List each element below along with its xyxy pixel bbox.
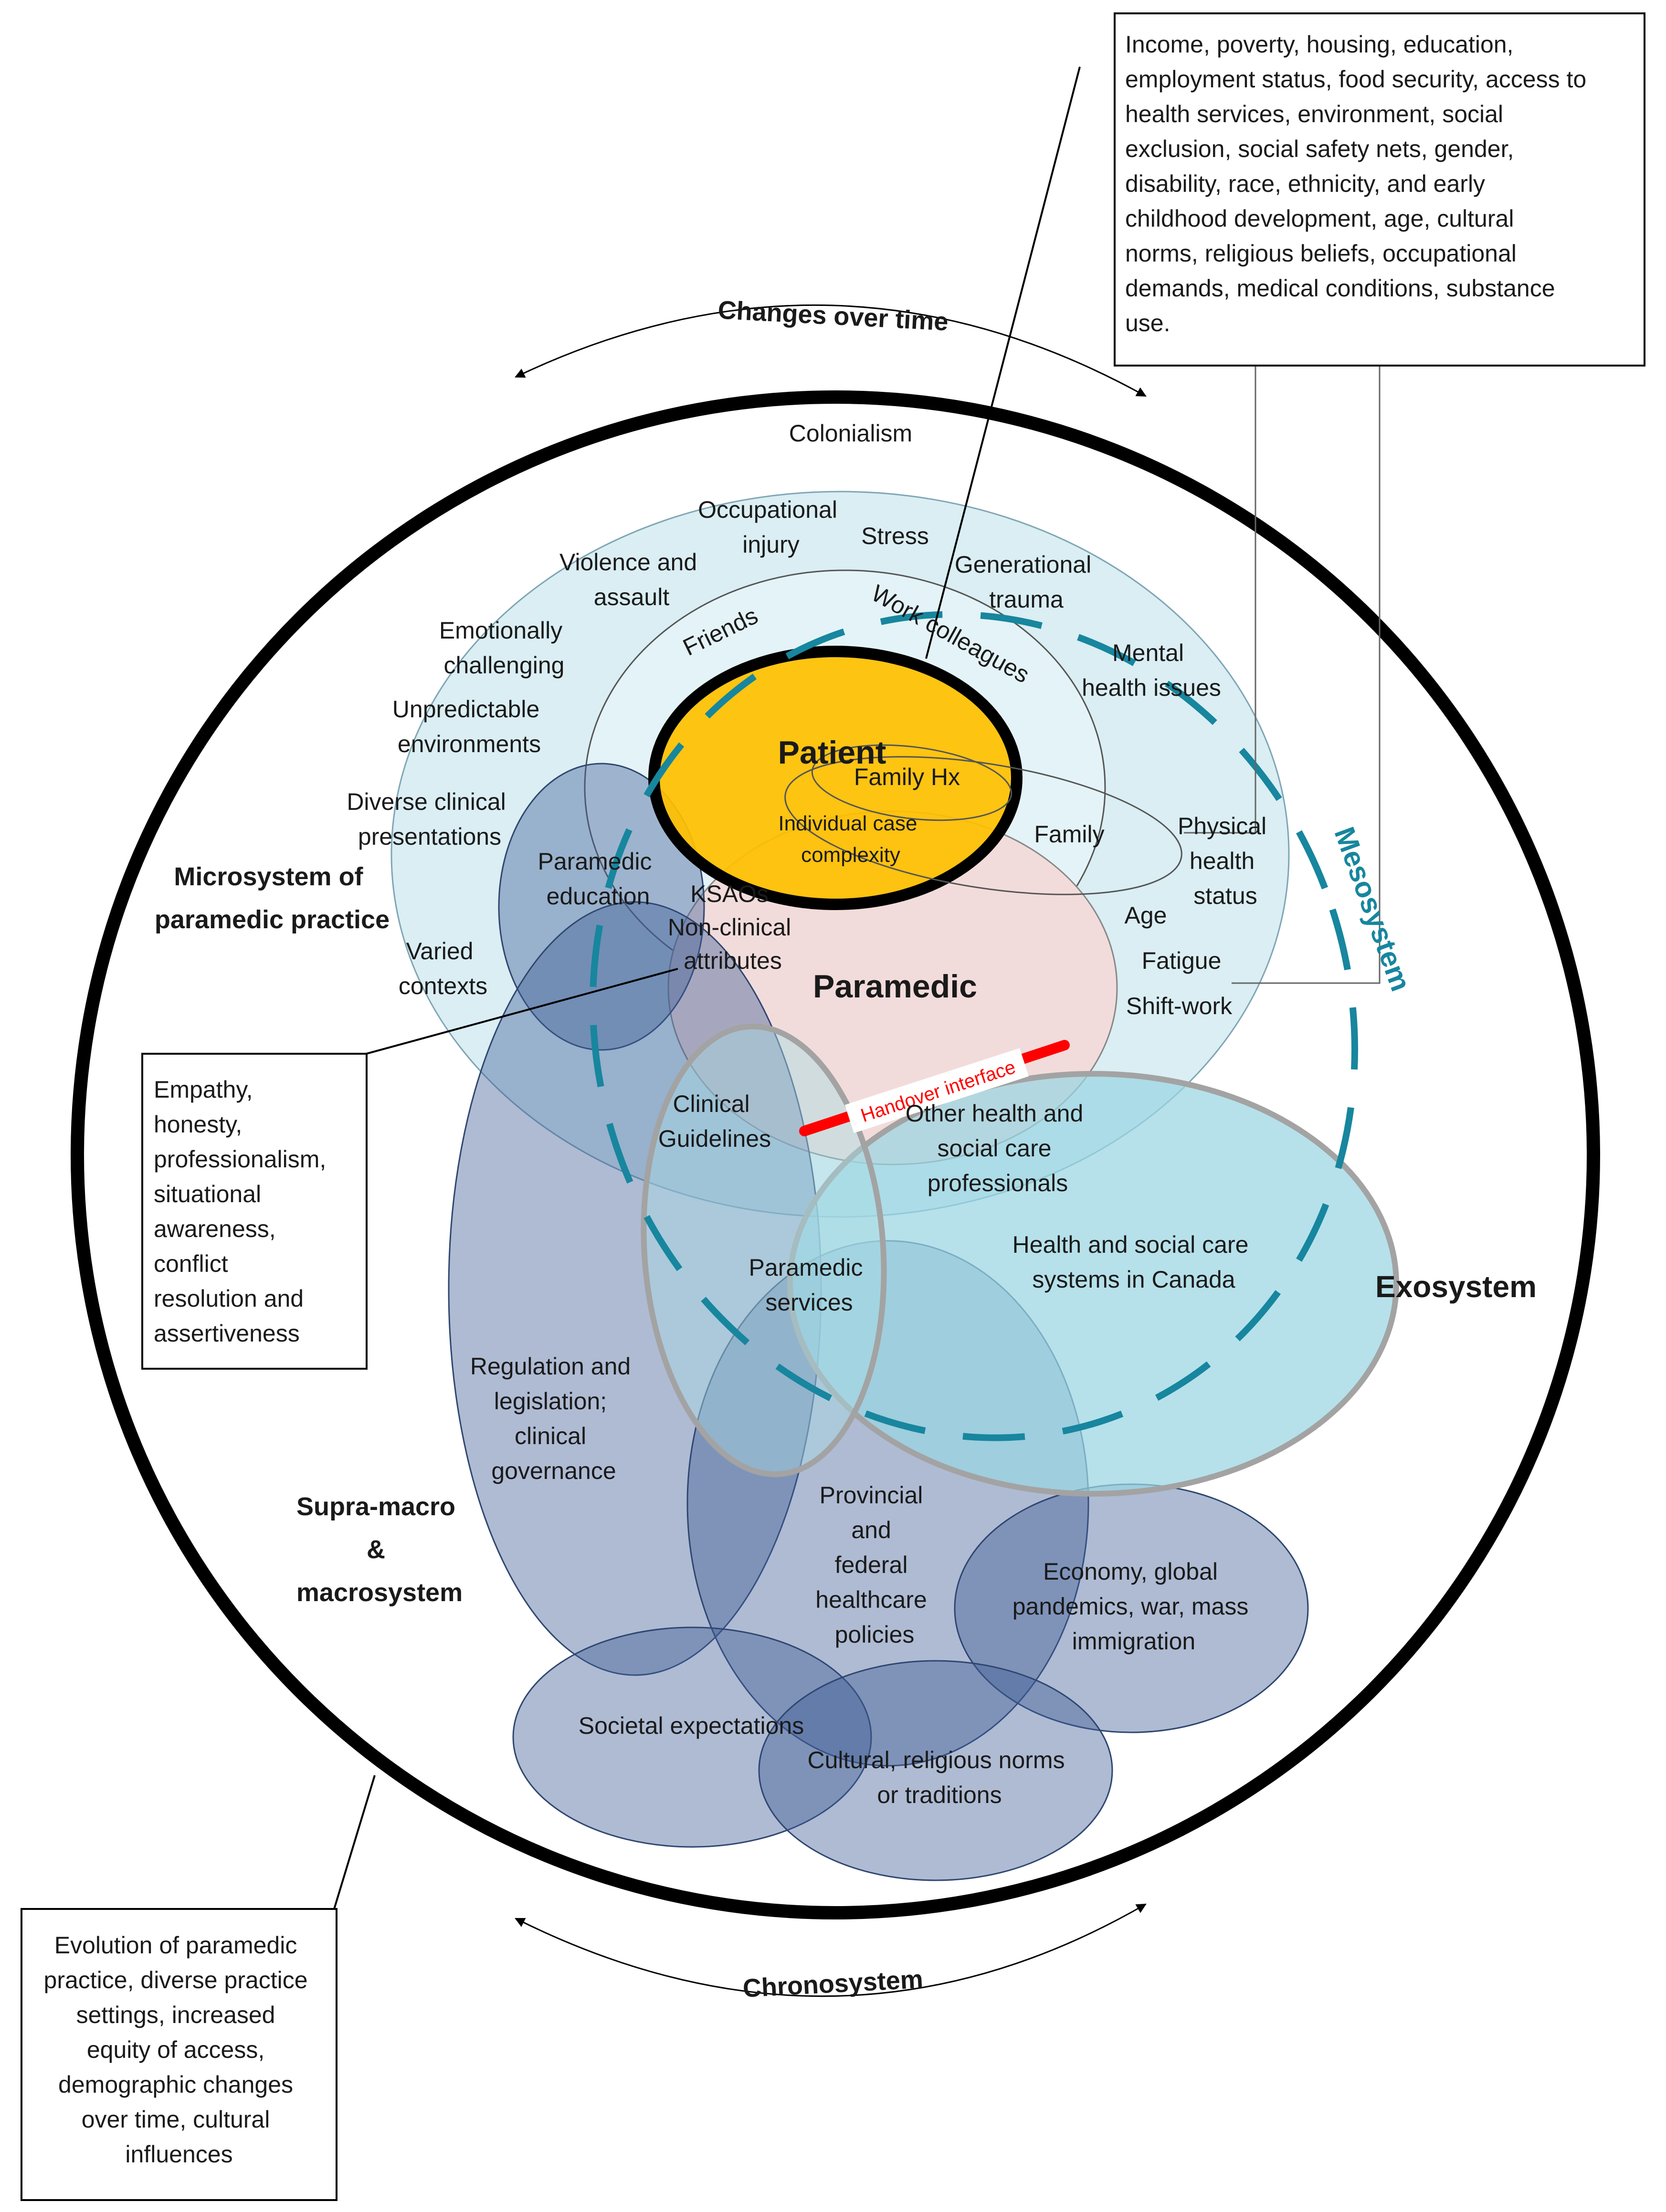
supra-macro-label: Supra-macro & macrosystem [296,1492,463,1607]
determinants-callout-line [925,66,1081,659]
generational-trauma-label: Generational trauma [955,551,1098,613]
family-hx-label: Family Hx [854,764,960,790]
mental-health-label: Mental health issues [1082,639,1221,701]
violence-label: Violence and assault [559,549,704,610]
attributes-box [141,1053,368,1370]
societal-expectations-label: Societal expectations [579,1712,804,1739]
fatigue-label: Fatigue [1142,947,1222,974]
mesosystem-dashed-circle [590,611,1358,1441]
chronosystem-box [21,1908,337,2201]
societal-ellipse [512,1626,872,1848]
paramedic-education-ellipse [498,763,705,1051]
diverse-clinical-label: Diverse clinical presentations [347,788,512,850]
patient-label: Patient [778,734,886,771]
shift-work-label: Shift-work [1126,993,1233,1019]
macrosystem-ellipses [448,763,1309,1881]
physical-health-label: Physical health status [1178,813,1273,909]
stress-label: Stress [861,523,929,549]
paramedic-label: Paramedic [813,968,977,1005]
provincial-policy-label: Provincial and federal healthcare polici… [815,1482,933,1648]
occupational-injury-label: Occupational injury [698,496,844,558]
regulation-label: Regulation and legislation; clinical gov… [470,1353,637,1484]
colonialism-label: Colonialism [789,420,912,447]
other-professionals-label: Other health and social care professiona… [906,1100,1090,1196]
paramedic-services-ellipse [641,1023,887,1478]
determinants-bracket-1 [1184,365,1256,834]
chronosystem-description-text: Evolution of paramedic practice, diverse… [44,1932,315,2168]
text-layer: Changes over time Chronosystem Coloniali… [44,31,1593,2168]
paramedic-education-label: Paramedic education [538,848,659,910]
determinants-text: Income, poverty, housing, education, emp… [1125,31,1593,336]
handover-label-bg [844,1048,1029,1133]
paramedic-services-label: Paramedic services [749,1254,870,1316]
determinants-bracket-2 [1232,365,1381,984]
cultural-norms-label: Cultural, religious norms or traditions [808,1747,1072,1808]
chronosystem-label: Chronosystem [742,1965,924,2003]
chronosystem-callout-line [333,1775,376,1909]
chronosystem-arrow [515,1903,1147,1997]
determinants-box [1114,12,1645,367]
emotionally-challenging-label: Emotionally challenging [439,617,569,679]
economy-label: Economy, global pandemics, war, mass imm… [1012,1558,1255,1655]
varied-contexts-label: Varied contexts [399,938,487,999]
cultural-ellipse [758,1660,1113,1881]
age-label: Age [1125,902,1167,929]
exosystem-label: Exosystem [1375,1269,1537,1304]
health-systems-label: Health and social care systems in Canada [1012,1231,1255,1293]
changes-over-time-arrow [515,304,1147,397]
family-hx-ellipse [811,744,1012,821]
ksaos-label: KSAOs Non-clinical attributes [668,881,798,974]
unpredictable-label: Unpredictable environments [392,696,546,757]
exosystem-ellipse [787,1071,1399,1497]
clinical-guidelines-label: Clinical Guidelines [658,1090,771,1152]
family-ellipse [784,756,1182,895]
attributes-text: Empathy, honesty, professionalism, situa… [154,1076,333,1347]
attributes-callout-line [362,968,678,1056]
family-label: Family [1034,821,1104,848]
case-complexity-label: Individual case complexity [778,812,923,867]
changes-over-time-label: Changes over time [717,295,949,336]
microsystem-label: Microsystem of paramedic practice [155,862,390,934]
